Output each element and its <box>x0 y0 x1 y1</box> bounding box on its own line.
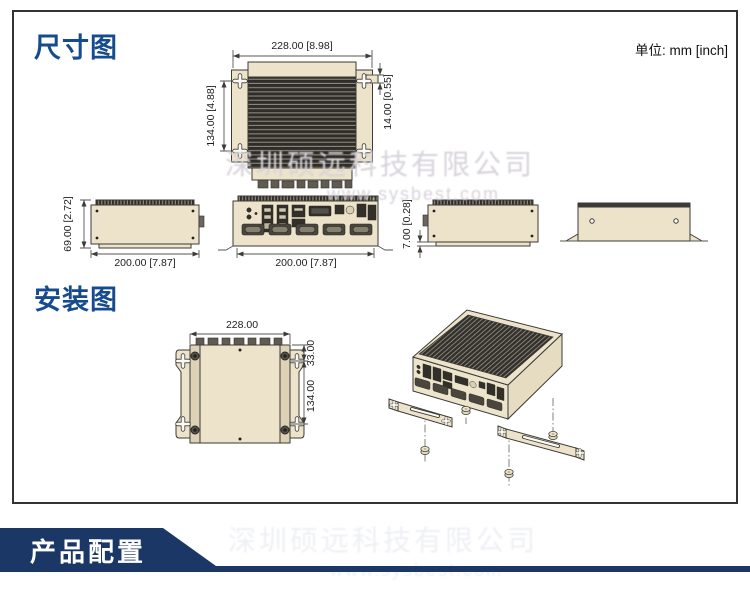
dim-top-hole-pitch: 134.00 [4.88] <box>205 85 217 146</box>
side-hole <box>589 218 595 224</box>
front-io-ports <box>246 203 377 233</box>
screws <box>432 209 534 238</box>
mounting-screws <box>420 405 558 478</box>
dim-side-depth: 200.00 [7.87] <box>114 257 175 269</box>
dim-install-width: 228.00 <box>226 319 258 331</box>
dim-foot-height: 7.00 [0.28] <box>401 199 413 249</box>
section-title-dimensions: 尺寸图 <box>34 33 118 63</box>
dim-bracket-hole-offset: 33.00 <box>305 340 317 366</box>
installation-isometric-view <box>388 309 585 486</box>
bottom-connector-nubs <box>195 337 283 346</box>
installation-bottom-view: 228.00 33.00 134.00 <box>175 319 317 444</box>
dim-top-width: 228.00 [8.98] <box>271 40 332 52</box>
bracket-screws <box>190 351 290 435</box>
screws <box>95 209 195 240</box>
dim-bracket-hole-pitch: 134.00 <box>305 380 317 412</box>
top-view-drawing: 228.00 [8.98] 134.00 [4.88] 14.00 [0.55] <box>205 40 394 189</box>
isometric-heatsink-fins <box>418 314 554 379</box>
front-view-drawing: 200.00 [7.87] <box>218 195 393 269</box>
dim-side-height: 69.00 [2.72] <box>62 196 74 252</box>
right-side-view-drawing: 7.00 [0.28] <box>401 199 539 258</box>
dim-top-hole-offset: 14.00 [0.55] <box>382 74 394 130</box>
section-title-installation: 安装图 <box>34 285 118 315</box>
isometric-front-ports <box>414 363 505 411</box>
heatsink-fins <box>247 76 357 169</box>
dim-front-width: 200.00 [7.87] <box>275 257 336 269</box>
mount-bracket-left <box>175 349 191 439</box>
left-side-view-drawing: 69.00 [2.72] 200.00 [7.87] <box>62 196 205 269</box>
section-title-configuration: 产品配置 <box>30 537 147 567</box>
unit-label: 单位: mm [inch] <box>634 43 728 58</box>
diagram-panel <box>12 10 738 504</box>
plain-side-view-drawing <box>560 202 708 242</box>
front-serial-ports <box>241 223 373 236</box>
top-view-connectors <box>257 179 353 189</box>
side-hole <box>673 218 679 224</box>
